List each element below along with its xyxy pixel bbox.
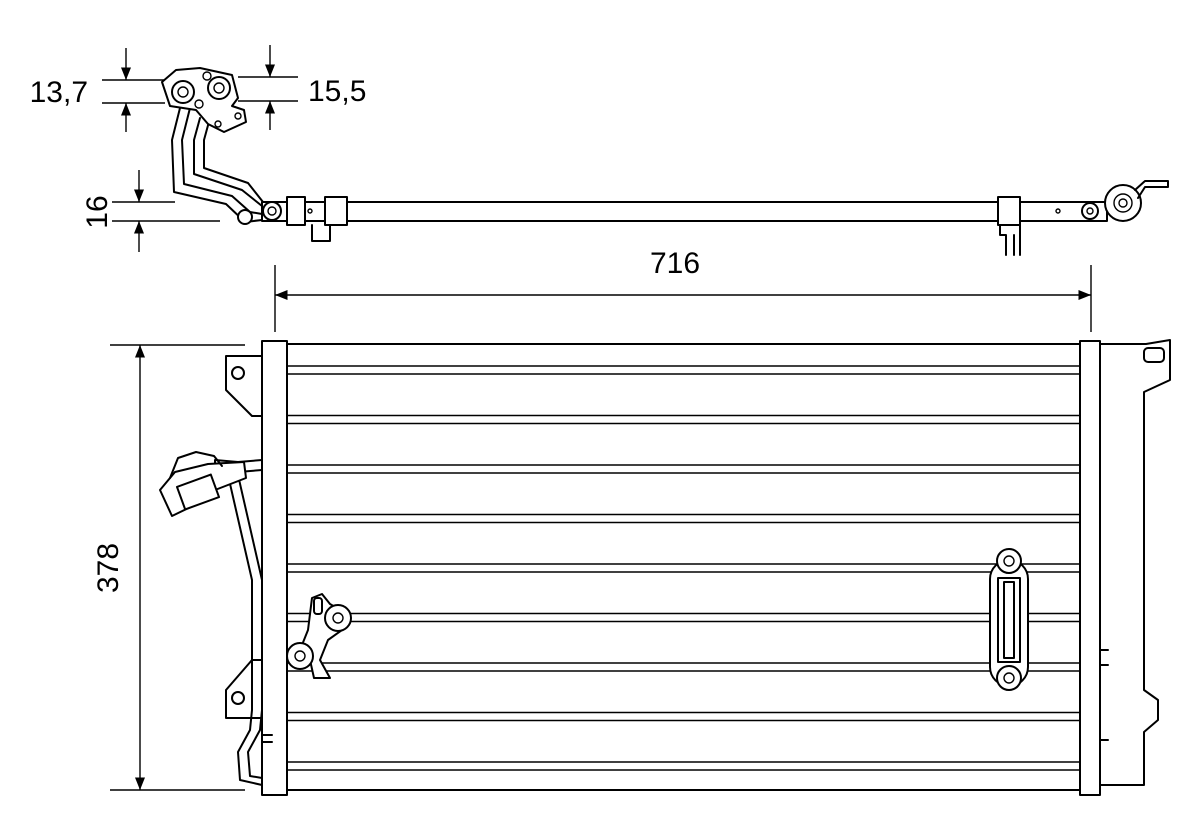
dim-label-716: 716 xyxy=(650,247,700,280)
condenser-tubes xyxy=(287,365,1080,771)
dimension-core-width: 716 xyxy=(274,247,1092,332)
dim-label-15-5: 15,5 xyxy=(308,75,366,108)
front-view xyxy=(159,339,1171,796)
dim-label-378: 378 xyxy=(92,543,125,593)
dimension-core-height: 378 xyxy=(92,344,245,791)
top-view xyxy=(161,67,1169,256)
dimension-inlet-diameter: 15,5 xyxy=(238,45,366,130)
dimension-core-depth: 16 xyxy=(81,170,220,252)
dimension-outlet-diameter: 13,7 xyxy=(30,48,165,132)
dim-label-13-7: 13,7 xyxy=(30,76,88,109)
dim-label-16: 16 xyxy=(81,195,114,228)
